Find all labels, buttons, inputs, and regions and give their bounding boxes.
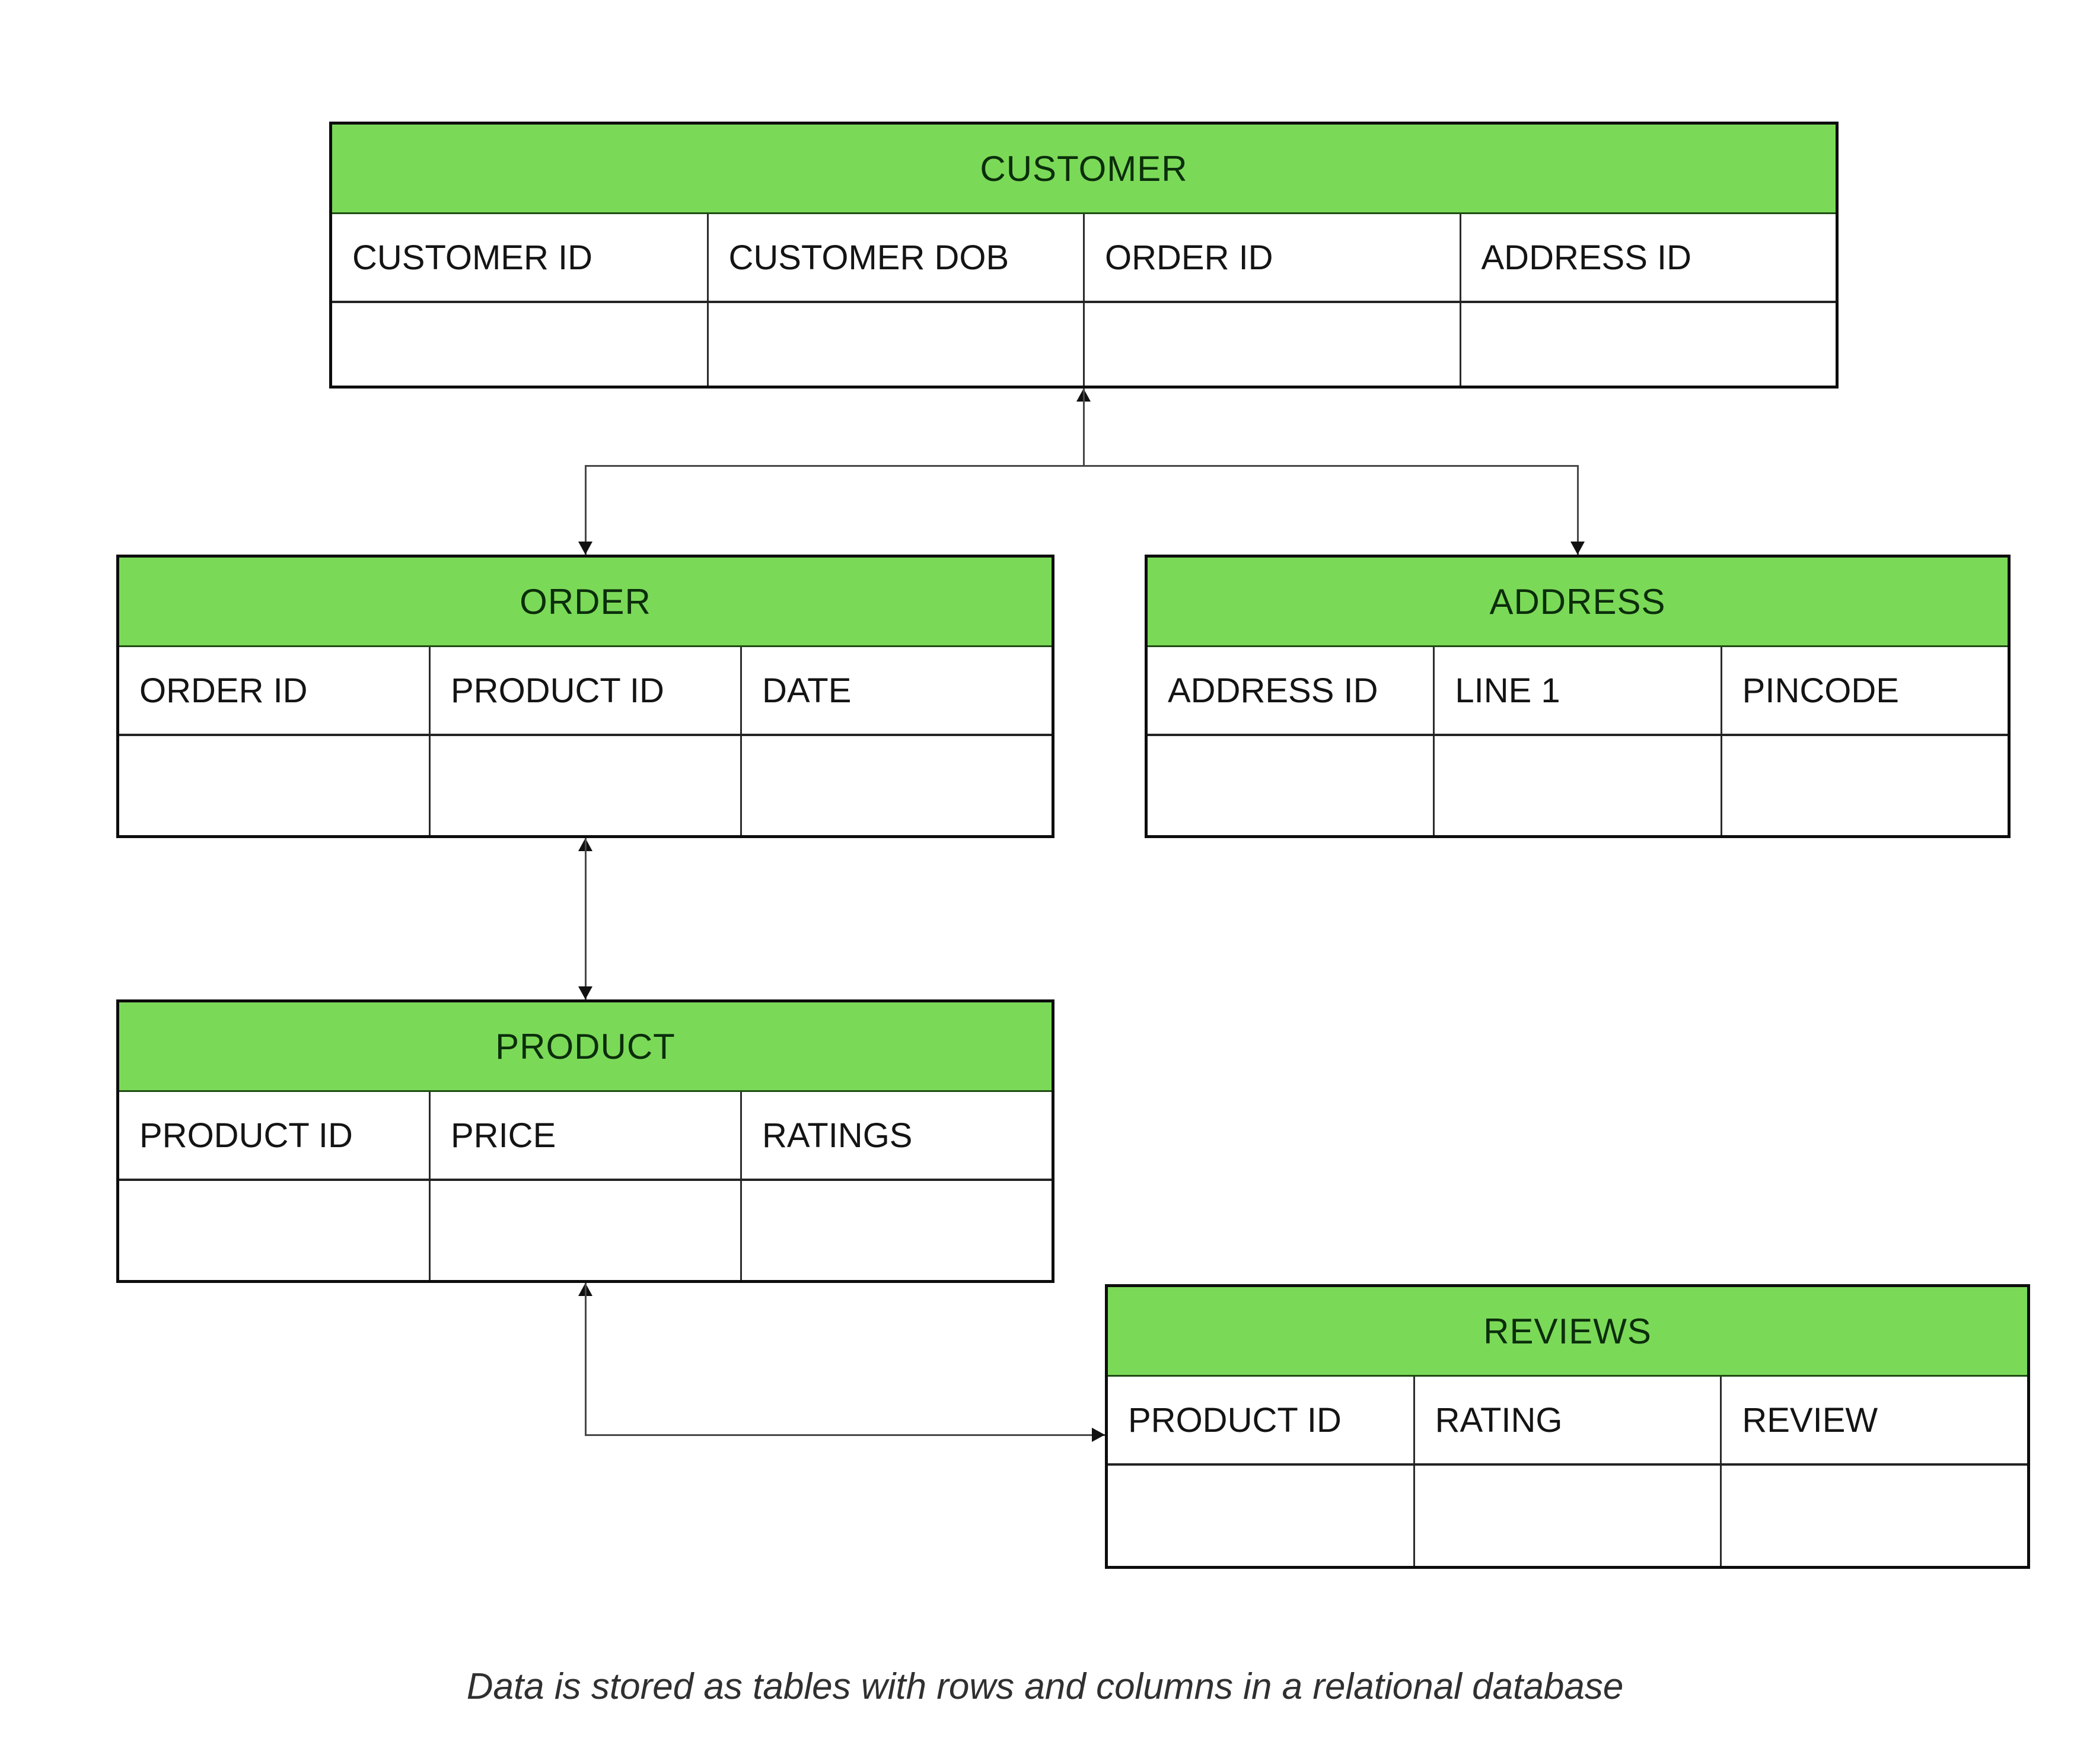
customer-connector-split-bar: [585, 465, 1579, 467]
order-product-connector: [585, 838, 587, 999]
customer-table-title: CUSTOMER: [332, 125, 1836, 214]
reviews-table: REVIEWS PRODUCT ID RATING REVIEW: [1105, 1284, 2030, 1569]
product-empty-cell: [740, 1181, 1052, 1280]
customer-table: CUSTOMER CUSTOMER ID CUSTOMER DOB ORDER …: [329, 122, 1839, 389]
address-connector-arrow-down-icon: [1570, 542, 1585, 555]
customer-to-order-drop: [585, 465, 587, 555]
customer-empty-row: [332, 303, 1836, 386]
product-col-price: PRICE: [429, 1092, 740, 1179]
order-col-date: DATE: [740, 647, 1052, 734]
address-empty-cell: [1433, 736, 1720, 835]
product-col-ratings: RATINGS: [740, 1092, 1052, 1179]
address-table: ADDRESS ADDRESS ID LINE 1 PINCODE: [1145, 555, 2011, 838]
address-col-pincode: PINCODE: [1720, 647, 2008, 734]
product-reviews-connector-horizontal: [585, 1434, 1105, 1436]
reviews-empty-cell: [1413, 1466, 1721, 1566]
customer-to-address-drop: [1577, 465, 1579, 555]
product-empty-cell: [119, 1181, 429, 1280]
order-table-title: ORDER: [119, 558, 1052, 647]
product-empty-cell: [429, 1181, 740, 1280]
diagram-caption: Data is stored as tables with rows and c…: [466, 1666, 1624, 1707]
address-col-line-1: LINE 1: [1433, 647, 1720, 734]
customer-col-address-id: ADDRESS ID: [1459, 214, 1836, 301]
product-reviews-connector-vertical: [585, 1283, 587, 1435]
reviews-connector-arrow-right-icon: [1092, 1428, 1105, 1442]
order-column-header-row: ORDER ID PRODUCT ID DATE: [119, 647, 1052, 736]
reviews-column-header-row: PRODUCT ID RATING REVIEW: [1108, 1377, 2027, 1466]
product-table: PRODUCT PRODUCT ID PRICE RATINGS: [116, 999, 1054, 1283]
address-col-address-id: ADDRESS ID: [1168, 671, 1378, 710]
product-table-title: PRODUCT: [119, 1002, 1052, 1092]
product-empty-row: [119, 1181, 1052, 1280]
order-empty-cell: [740, 736, 1052, 835]
order-col-product-id: PRODUCT ID: [429, 647, 740, 734]
reviews-empty-cell: [1108, 1466, 1413, 1566]
customer-col-order-id: ORDER ID: [1083, 214, 1460, 301]
customer-empty-cell: [706, 303, 1084, 386]
address-empty-cell: [1720, 736, 2008, 835]
address-column-header-row: ADDRESS ID LINE 1 PINCODE: [1148, 647, 2008, 736]
customer-col-customer-id: CUSTOMER ID: [352, 238, 592, 277]
customer-connector-stem: [1083, 389, 1085, 466]
reviews-table-title: REVIEWS: [1108, 1287, 2027, 1377]
order-empty-cell: [429, 736, 740, 835]
order-empty-row: [119, 736, 1052, 835]
reviews-empty-row: [1108, 1466, 2027, 1566]
address-empty-cell: [1148, 736, 1433, 835]
order-connector-arrow-down-icon: [578, 542, 592, 555]
customer-empty-cell: [332, 303, 707, 386]
order-table: ORDER ORDER ID PRODUCT ID DATE: [116, 555, 1054, 838]
product-column-header-row: PRODUCT ID PRICE RATINGS: [119, 1092, 1052, 1181]
customer-col-customer-dob: CUSTOMER DOB: [706, 214, 1084, 301]
order-product-arrow-down-icon: [578, 986, 592, 999]
address-table-title: ADDRESS: [1148, 558, 2008, 647]
reviews-col-review: REVIEW: [1720, 1377, 2027, 1463]
order-col-order-id: ORDER ID: [139, 671, 308, 710]
reviews-empty-cell: [1720, 1466, 2027, 1566]
reviews-col-rating: RATING: [1413, 1377, 1721, 1463]
customer-empty-cell: [1083, 303, 1460, 386]
product-col-product-id: PRODUCT ID: [139, 1116, 353, 1155]
address-empty-row: [1148, 736, 2008, 835]
order-empty-cell: [119, 736, 429, 835]
customer-column-header-row: CUSTOMER ID CUSTOMER DOB ORDER ID ADDRES…: [332, 214, 1836, 303]
customer-empty-cell: [1459, 303, 1836, 386]
reviews-col-product-id: PRODUCT ID: [1128, 1400, 1342, 1440]
